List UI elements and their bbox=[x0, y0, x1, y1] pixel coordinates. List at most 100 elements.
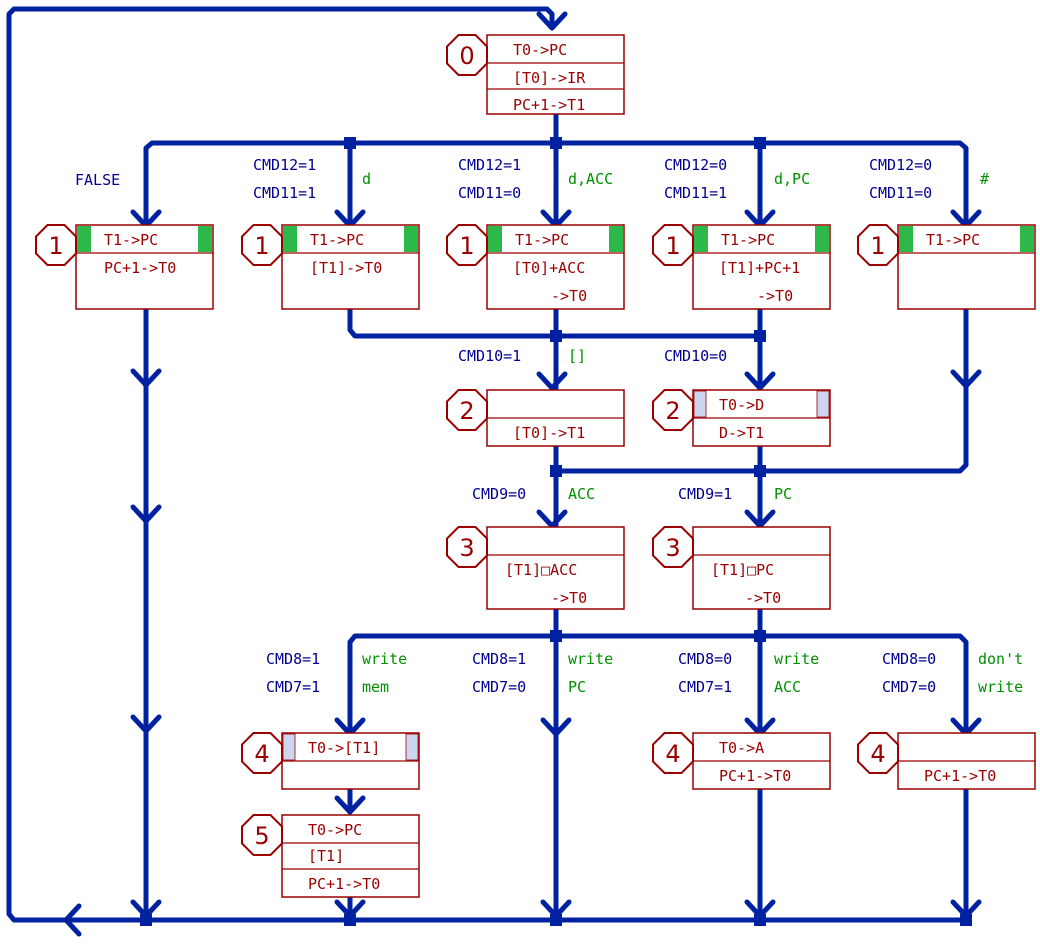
arrow-down-icon bbox=[744, 509, 776, 529]
step-octagon bbox=[857, 224, 899, 266]
condition-label: CMD9=0 bbox=[472, 485, 526, 503]
action-label: ACC bbox=[774, 678, 801, 696]
arrow-down-icon bbox=[130, 368, 162, 388]
condition-label: CMD12=1 bbox=[458, 156, 521, 174]
state-action: ->T0 bbox=[551, 287, 587, 305]
condition-label: CMD11=1 bbox=[664, 184, 727, 202]
marker-left bbox=[899, 226, 913, 252]
step-octagon bbox=[446, 224, 488, 266]
action-label: d bbox=[362, 170, 371, 188]
arrow-down-icon bbox=[540, 717, 572, 737]
condition-label: CMD9=1 bbox=[678, 485, 732, 503]
connector-wire bbox=[6, 6, 971, 923]
action-label: d,ACC bbox=[568, 170, 613, 188]
state-s1a: 1 T1->PC PC+1->T0 bbox=[35, 224, 214, 310]
junction-dot bbox=[550, 630, 562, 642]
arrow-down-icon bbox=[536, 371, 568, 391]
state-action: T1->PC bbox=[104, 231, 158, 249]
state-action: [T1]□ACC bbox=[505, 561, 577, 579]
action-label: ACC bbox=[568, 485, 595, 503]
state-action: PC+1->T0 bbox=[104, 259, 176, 277]
action-label: write bbox=[774, 650, 819, 668]
marker-left bbox=[77, 226, 91, 252]
state-action: T1->PC bbox=[721, 231, 775, 249]
junction-dot bbox=[344, 137, 356, 149]
state-box bbox=[692, 526, 831, 610]
junction-dot bbox=[754, 137, 766, 149]
state-box bbox=[281, 814, 420, 898]
step-number: 0 bbox=[459, 42, 474, 70]
marker-left bbox=[282, 733, 296, 761]
junction-dot bbox=[754, 465, 766, 477]
step-number: 2 bbox=[665, 397, 680, 425]
step-number: 4 bbox=[870, 740, 885, 768]
step-number: 1 bbox=[459, 232, 474, 260]
step-number: 1 bbox=[665, 232, 680, 260]
arrow-down-icon bbox=[130, 504, 162, 524]
state-action: ->T0 bbox=[757, 287, 793, 305]
step-octagon bbox=[241, 814, 283, 856]
action-label: PC bbox=[774, 485, 792, 503]
state-action: [T1]□PC bbox=[711, 561, 774, 579]
state-s3a: 3[T1]□ACC->T0 bbox=[446, 526, 625, 610]
arrow-down-icon bbox=[744, 371, 776, 391]
state-action: [T0]->T1 bbox=[513, 424, 585, 442]
step-octagon bbox=[652, 526, 694, 568]
step-number: 5 bbox=[254, 822, 269, 850]
marker-left bbox=[694, 226, 708, 252]
condition-label: CMD8=0 bbox=[678, 650, 732, 668]
arrow-down-icon bbox=[536, 11, 568, 31]
step-number: 1 bbox=[48, 232, 63, 260]
state-action: T0->A bbox=[719, 739, 764, 757]
marker-right bbox=[815, 226, 829, 252]
junction-dot bbox=[344, 914, 356, 926]
state-action: T1->PC bbox=[310, 231, 364, 249]
state-box bbox=[281, 224, 420, 310]
branch-labels: FALSECMD12=1CMD11=1dCMD12=1CMD11=0d,ACCC… bbox=[75, 156, 1023, 696]
junction-dot bbox=[140, 914, 152, 926]
arrow-down-icon bbox=[130, 714, 162, 734]
marker-right bbox=[1020, 226, 1034, 252]
arrow-down-icon bbox=[334, 795, 366, 815]
state-s2a: 2[T0]->T1 bbox=[446, 389, 625, 447]
condition-label: CMD7=1 bbox=[266, 678, 320, 696]
marker-left bbox=[283, 226, 297, 252]
action-label: [] bbox=[568, 347, 586, 365]
step-number: 4 bbox=[254, 740, 269, 768]
marker-right bbox=[198, 226, 212, 252]
arrow-down-icon bbox=[950, 369, 982, 389]
state-box bbox=[486, 526, 625, 610]
action-label: write bbox=[362, 650, 407, 668]
action-label: don't bbox=[978, 650, 1023, 668]
junction-dot bbox=[754, 630, 766, 642]
condition-label: CMD7=0 bbox=[882, 678, 936, 696]
junction-dot bbox=[550, 330, 562, 342]
action-label: write bbox=[568, 650, 613, 668]
state-action: [T0]->IR bbox=[513, 69, 586, 87]
step-octagon bbox=[241, 732, 283, 774]
step-octagon bbox=[857, 732, 899, 774]
state-action: [T0]+ACC bbox=[513, 259, 585, 277]
action-label: # bbox=[980, 170, 989, 188]
condition-label: CMD10=0 bbox=[664, 347, 727, 365]
wires bbox=[6, 6, 982, 937]
marker-right bbox=[405, 733, 419, 761]
step-octagon bbox=[446, 389, 488, 431]
step-octagon bbox=[241, 224, 283, 266]
state-action: T0->PC bbox=[308, 821, 362, 839]
junction-dot bbox=[754, 914, 766, 926]
state-action: T1->PC bbox=[926, 231, 980, 249]
marker-right bbox=[609, 226, 623, 252]
condition-label: CMD11=0 bbox=[869, 184, 932, 202]
marker-right bbox=[404, 226, 418, 252]
state-action: PC+1->T0 bbox=[308, 875, 380, 893]
junction-dot bbox=[550, 465, 562, 477]
junction-dot bbox=[960, 914, 972, 926]
step-number: 4 bbox=[665, 740, 680, 768]
step-number: 1 bbox=[870, 232, 885, 260]
